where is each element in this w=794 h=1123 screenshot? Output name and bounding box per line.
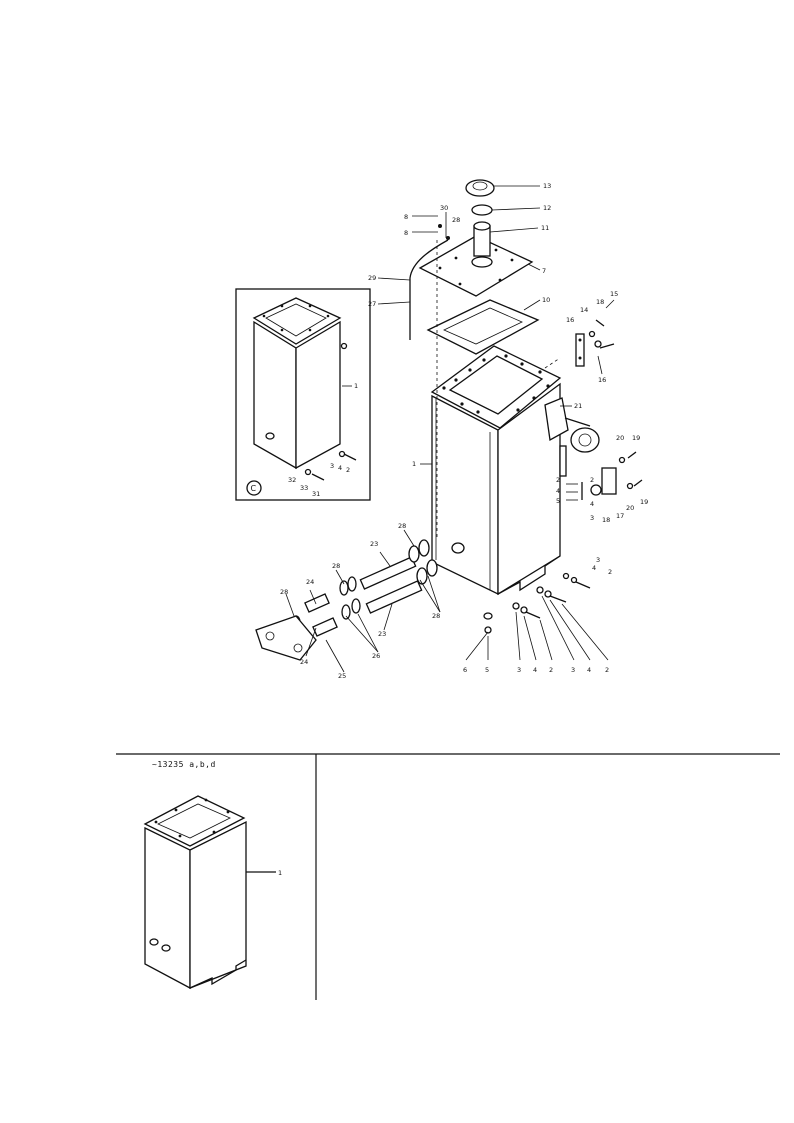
callout-11: 11 xyxy=(541,224,549,232)
callout-1-main: 1 xyxy=(412,460,416,468)
callout-4-right-lower: 4 xyxy=(592,564,596,572)
callout-2-bottom-b: 2 xyxy=(605,666,609,674)
ring-12 xyxy=(471,204,493,216)
callout-18-lower: 18 xyxy=(602,516,610,524)
callout-1-alt: 1 xyxy=(278,869,282,877)
callout-3-inset: 3 xyxy=(330,462,334,470)
callout-26: 26 xyxy=(372,652,380,660)
callout-16-lower: 16 xyxy=(598,376,606,384)
callout-2-right: 2 xyxy=(556,476,560,484)
callout-19-lower: 19 xyxy=(640,498,648,506)
callout-4-bottom-b: 4 xyxy=(587,666,591,674)
callout-27: 27 xyxy=(368,300,376,308)
callout-3-right-lower: 3 xyxy=(596,556,600,564)
gasket-10 xyxy=(426,299,540,355)
callout-1-inset: 1 xyxy=(354,382,358,390)
callout-28-top: 28 xyxy=(452,216,460,224)
callout-17: 17 xyxy=(616,512,624,520)
c-mark: C xyxy=(251,484,257,493)
callout-4-right: 4 xyxy=(556,487,560,495)
breather-pipe xyxy=(409,239,449,340)
callout-20-lower: 20 xyxy=(626,504,634,512)
inset-box-c: C xyxy=(235,288,371,501)
callout-8-top: 8 xyxy=(404,213,408,221)
callout-21: 21 xyxy=(574,402,582,410)
callout-29: 29 xyxy=(368,274,376,282)
callout-30: 30 xyxy=(440,204,448,212)
callout-19-top: 19 xyxy=(632,434,640,442)
callout-24-lower: 24 xyxy=(300,658,308,666)
callout-3-bottom-a: 3 xyxy=(517,666,521,674)
left-pipes xyxy=(255,539,438,661)
alt-tank xyxy=(143,795,276,990)
leader-lines xyxy=(254,185,615,873)
callout-8-lower: 8 xyxy=(404,229,408,237)
callout-32-inset: 32 xyxy=(288,476,296,484)
callout-20-top: 20 xyxy=(616,434,624,442)
callout-6-bottom: 6 xyxy=(463,666,467,674)
right-brackets xyxy=(575,319,643,500)
callout-28-left-upper: 28 xyxy=(332,562,340,570)
right-lower-bolts xyxy=(483,572,591,634)
serial-note: ~13235 a,b,d xyxy=(152,760,216,769)
callout-18-top: 18 xyxy=(596,298,604,306)
callout-2-bottom-a: 2 xyxy=(549,666,553,674)
callout-4-bracket: 4 xyxy=(590,500,594,508)
callout-15: 15 xyxy=(610,290,618,298)
callout-2-bracket: 2 xyxy=(590,476,594,484)
callout-3-bottom-b: 3 xyxy=(571,666,575,674)
callout-labels: 13 12 11 7 10 8 8 30 28 29 27 14 16 18 1… xyxy=(278,182,648,877)
callout-12: 12 xyxy=(543,204,551,212)
callout-10: 10 xyxy=(542,296,550,304)
callout-24-upper: 24 xyxy=(306,578,314,586)
callout-16-top: 16 xyxy=(566,316,574,324)
callout-2-right-lower: 2 xyxy=(608,568,612,576)
cap-13 xyxy=(465,179,495,197)
callout-7: 7 xyxy=(542,267,546,275)
callout-5-right: 5 xyxy=(556,497,560,505)
callout-5-bottom: 5 xyxy=(485,666,489,674)
callout-3-bracket: 3 xyxy=(590,514,594,522)
callout-28-pipe-right: 28 xyxy=(432,612,440,620)
callout-33-inset: 33 xyxy=(300,484,308,492)
filler-neck-11 xyxy=(471,221,493,268)
main-tank xyxy=(430,345,600,596)
callout-23-lower: 23 xyxy=(378,630,386,638)
callout-28-left: 28 xyxy=(280,588,288,596)
callout-4-inset: 4 xyxy=(338,464,342,472)
callout-31-inset: 31 xyxy=(312,490,320,498)
c-circle-mark xyxy=(246,480,262,496)
callout-4-bottom-a: 4 xyxy=(533,666,537,674)
callout-25: 25 xyxy=(338,672,346,680)
callout-23-upper: 23 xyxy=(370,540,378,548)
callout-13: 13 xyxy=(543,182,551,190)
callout-14: 14 xyxy=(580,306,588,314)
callout-2-inset: 2 xyxy=(346,466,350,474)
callout-28-pipe-upper: 28 xyxy=(398,522,406,530)
flange-bolts xyxy=(442,354,550,414)
